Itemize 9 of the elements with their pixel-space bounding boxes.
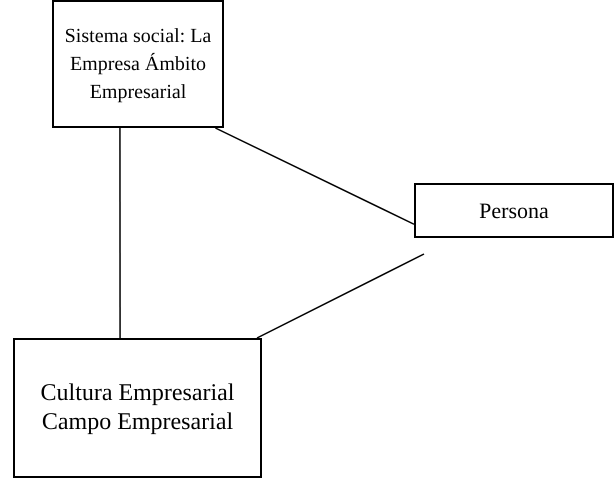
- node-text: Persona: [479, 197, 549, 225]
- node-text: Cultura Empresarial Campo Empresarial: [40, 379, 236, 437]
- node-text: Sistema social: La Empresa Ámbito Empresarial: [64, 24, 212, 105]
- text-box: [52, 0, 224, 128]
- text-box: [13, 338, 262, 478]
- connector-line: [256, 253, 424, 339]
- text-box: [414, 183, 614, 238]
- connector-line: [215, 127, 414, 225]
- connector-line: [119, 128, 121, 338]
